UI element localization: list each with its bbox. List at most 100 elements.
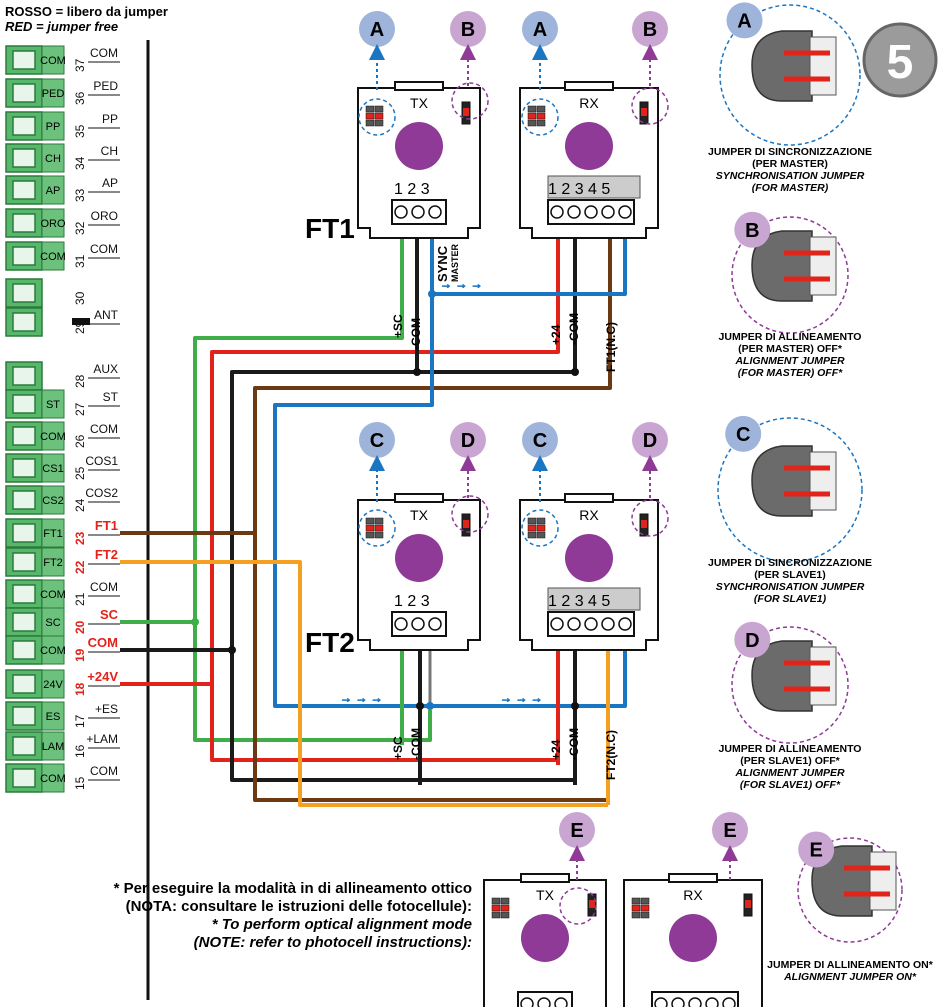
wire-blue-sync-ft2 [273,294,627,708]
letter-a: A [359,11,395,47]
lens [669,914,717,962]
terminal-label: COM [40,55,66,67]
label-com-rx1: -COM [567,313,581,345]
label-sc-ft1: +SC [391,314,405,338]
letter: B [643,19,657,41]
align-jumper-pins [639,101,649,125]
lens [521,914,569,962]
footnote-line4: (NOTE: refer to photocell instructions): [194,934,472,951]
letter: C [533,430,547,452]
label-sc-ft2: +SC [391,736,405,760]
footnote: * Per eseguire la modalità in di allinea… [114,880,472,951]
rx-label: RX [579,507,599,523]
terminal-label: COM [40,645,66,657]
terminal-number: 34 [73,156,87,170]
terminal-wire-label: SC [100,607,119,622]
jumper-note-line: (PER MASTER) OFF* [738,343,843,355]
letter-b: B [450,11,486,47]
label-sync: SYNC [435,245,450,282]
label-com-ft2: -COM [409,728,423,760]
jumper-note-line: (FOR MASTER) OFF* [738,367,843,379]
wire-black-com-ft1 [415,232,577,374]
terminal-wire-label: +LAM [86,732,118,746]
terminal-number: 28 [73,374,87,388]
terminal-number: 31 [73,254,87,268]
label-com-rx2: -COM [567,728,581,760]
terminal-label: FT2 [43,557,63,569]
terminal-label: CS1 [42,463,63,475]
terminal-numbers: 1 2 3 [394,181,430,198]
align-jumper-pins [639,513,649,537]
ft1-tx: TX1 2 3 [357,81,481,239]
terminal-wire-label: COM [90,242,118,256]
jumper-note-line: ALIGNMENT JUMPER [734,767,845,779]
e-rx: RX [623,873,763,1007]
terminal-label: COM [40,251,66,263]
terminal-number: 27 [73,402,87,416]
terminal-27: ST 27 ST [5,389,120,419]
jumper-note-line: (FOR MASTER) [752,182,829,194]
terminal-wire-label: COS1 [85,454,118,468]
letter-c: C [522,422,558,458]
label-master: MASTER [450,244,460,283]
letter-d: D [450,422,486,458]
terminal-numbers: 1 2 3 [394,593,430,610]
terminal-numbers: 1 2 3 4 5 [548,181,610,198]
terminal-label: ST [46,399,60,411]
terminal-wire-label: CH [101,144,118,158]
terminal-label: COM [40,773,66,785]
svg-text:→ → →: → → → [500,691,543,705]
terminal-label: CS2 [42,495,63,507]
letter: D [745,630,759,652]
terminal-number: 22 [73,560,87,574]
junction-dots [191,290,579,710]
page-number: 5 [887,36,914,89]
terminal-wire-label: ANT [94,308,119,322]
terminal-wire-label: PED [93,79,118,93]
terminal-wire-label: ST [103,390,119,404]
jumper-note-line: (PER SLAVE1) OFF* [740,755,840,767]
terminal-wire-label: +ES [95,702,118,716]
jumper-note-line: (FOR SLAVE1) OFF* [740,779,841,791]
jumper-note-line: SYNCHRONISATION JUMPER [716,581,865,593]
wire-red-24v-ft1 [210,232,560,762]
terminal-numbers: 1 2 3 4 5 [548,593,610,610]
jumper-note-line: ALIGNMENT JUMPER ON* [783,971,917,983]
terminal-number: 26 [73,434,87,448]
letter: B [745,220,759,242]
terminal-wire-label: COM [90,422,118,436]
letter: C [736,424,750,446]
wire-green-sc-ft1 [193,232,432,742]
terminal-label: SC [45,617,60,629]
letter: D [643,430,657,452]
rx-label: RX [579,95,599,111]
rx-label: RX [683,887,703,903]
wire-labels: +SC -COM SYNC MASTER +24 -COM FT1(N.C) +… [391,244,618,781]
terminal-number: 35 [73,124,87,138]
lens [395,122,443,170]
jumper-note-line: JUMPER DI ALLINEAMENTO [719,743,862,755]
terminal-label: CH [45,153,61,165]
jumper-note-line: SYNCHRONISATION JUMPER [716,170,865,182]
terminal-wire-label: FT1 [95,518,118,533]
label-ft2nc: FT2(N.C) [604,730,618,780]
letter: C [370,430,384,452]
lens [565,534,613,582]
letter: E [810,839,823,861]
